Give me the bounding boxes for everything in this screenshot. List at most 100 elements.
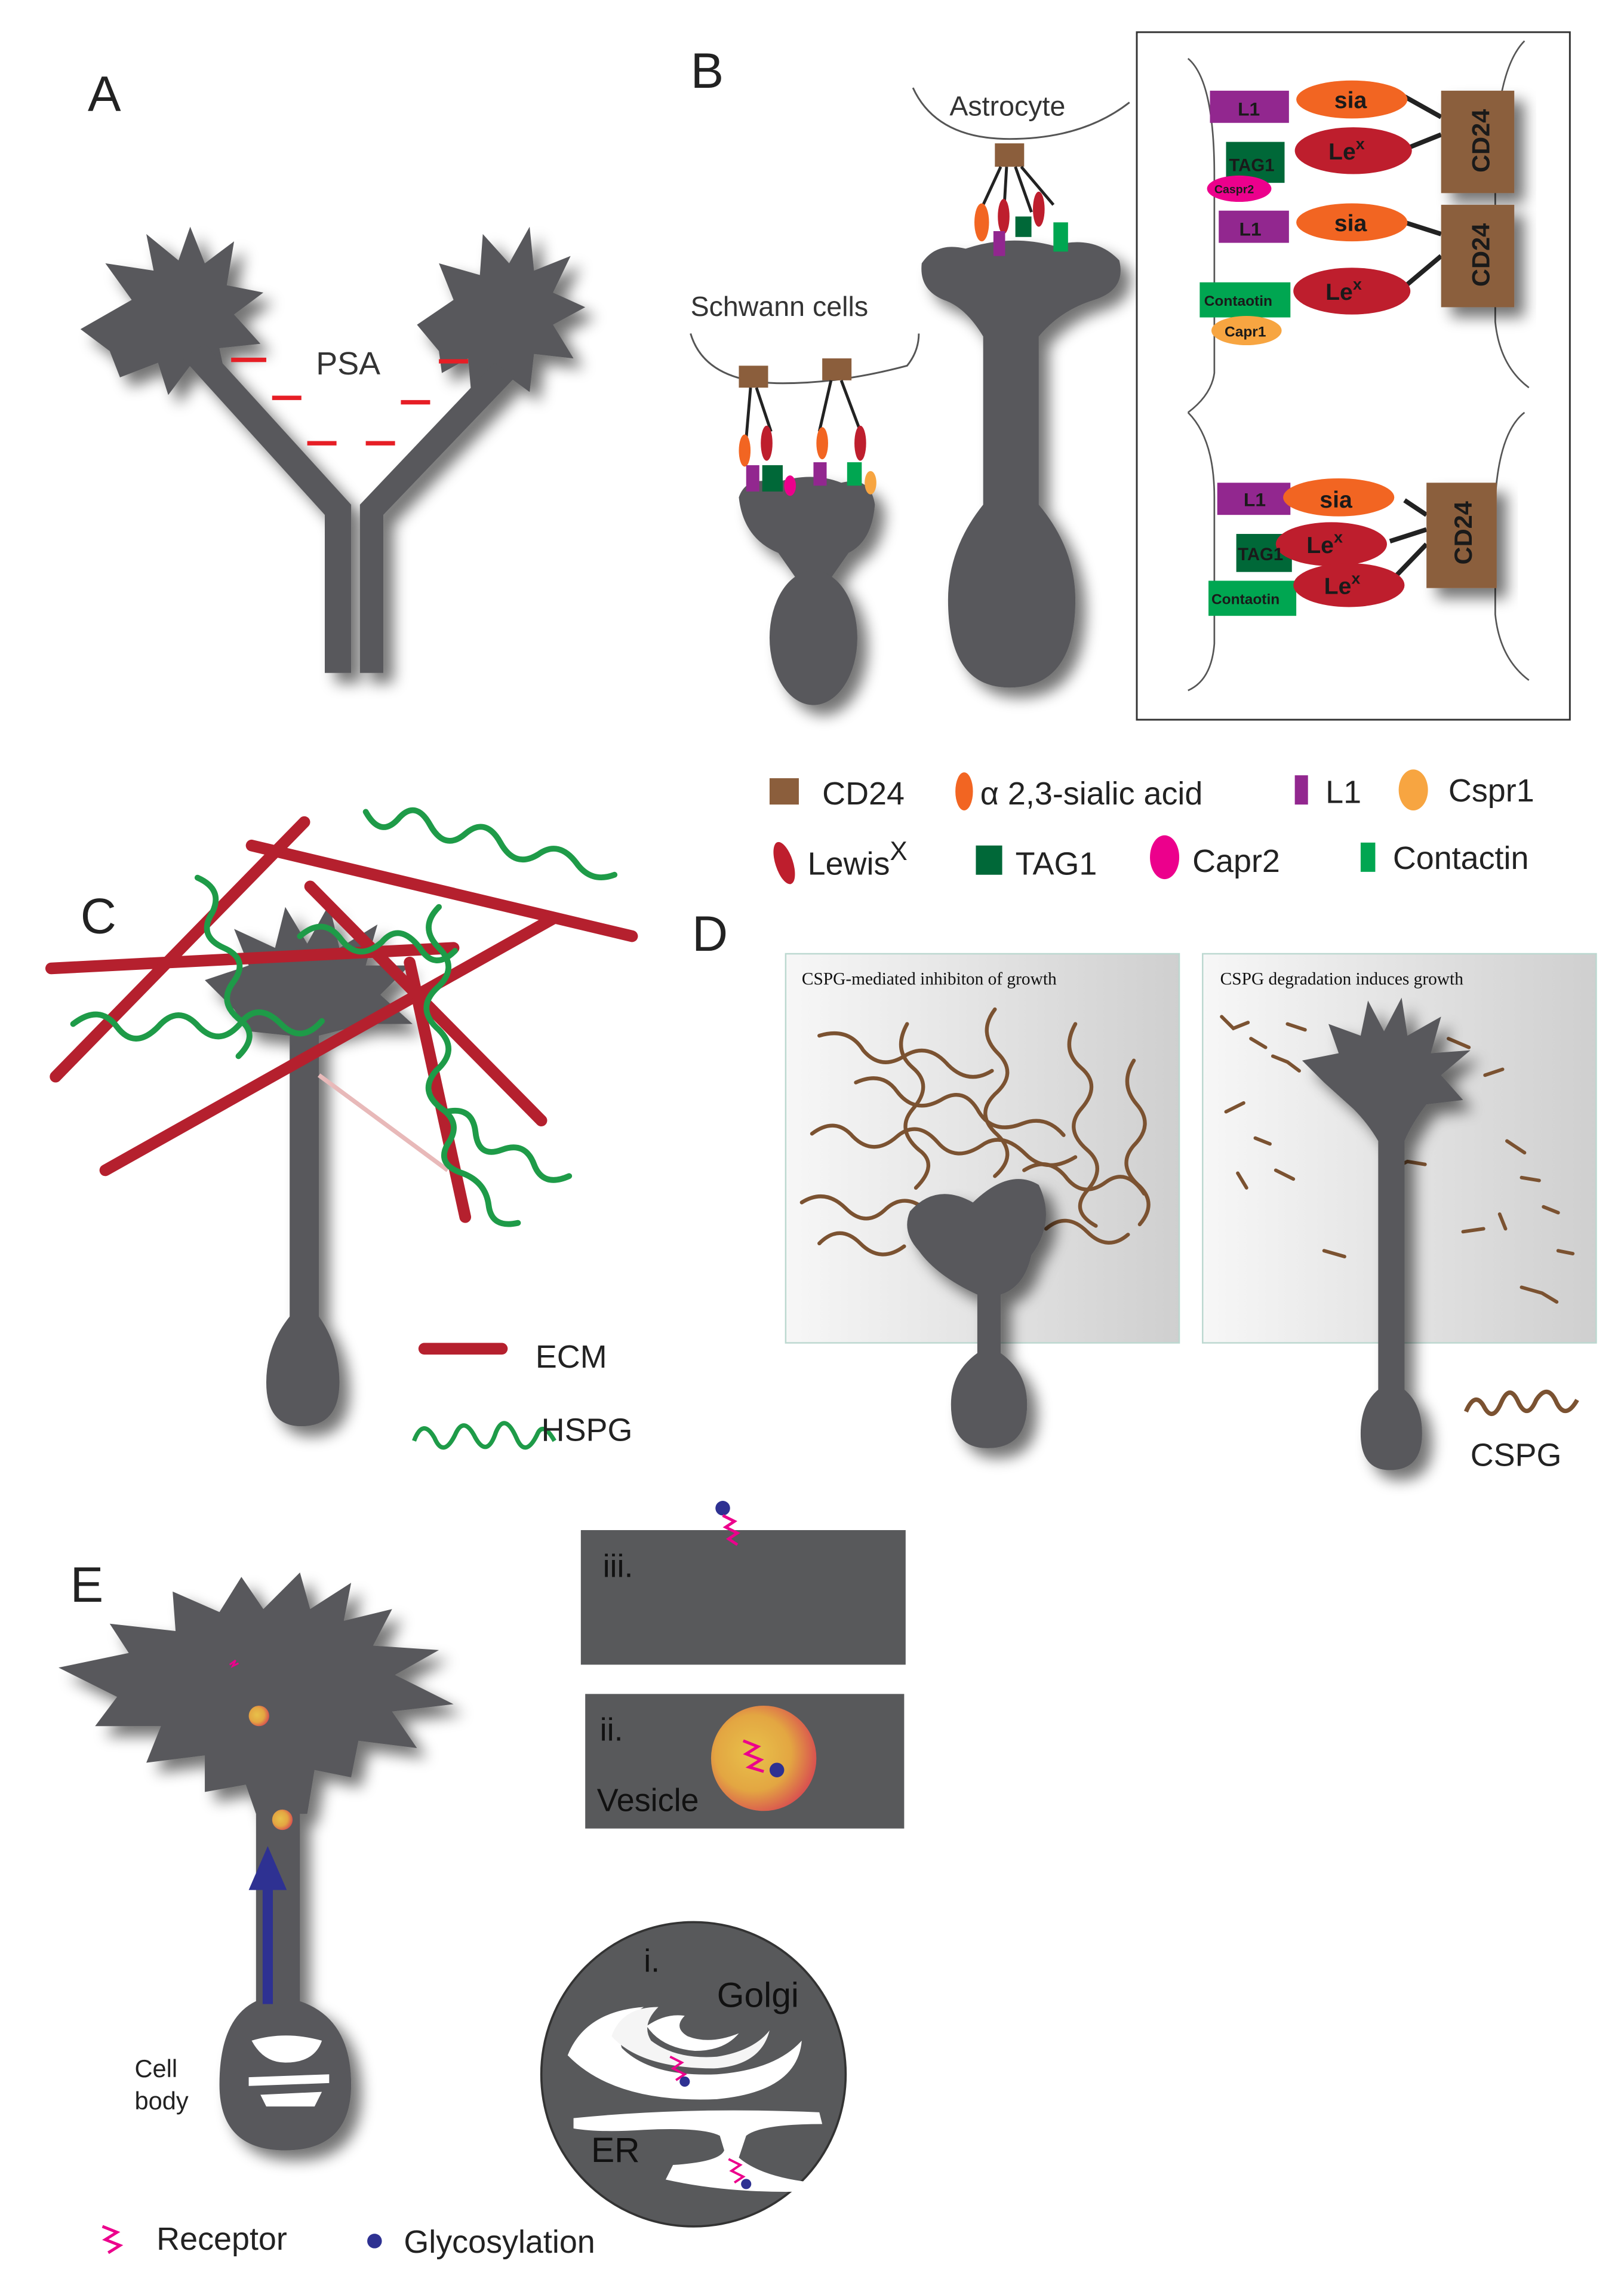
legend-l1-label: L1 (1325, 775, 1361, 810)
psa-label: PSA (316, 346, 380, 382)
ecm-fibers (45, 816, 638, 1223)
hspg-strand (70, 1009, 325, 1042)
hspg-strand (362, 807, 618, 880)
legend-receptor-label: Receptor (156, 2221, 287, 2257)
panel-e-neuron (59, 1572, 454, 2151)
legend-lewis-swatch (773, 841, 795, 884)
legend-cd24-swatch (769, 778, 799, 805)
stage-iii-glycan (715, 1501, 730, 1516)
lex-label-b: Lex (1325, 275, 1362, 305)
stage-iii-label: iii. (603, 1548, 633, 1584)
stage-ii-label: ii. (600, 1712, 623, 1748)
contactin-label-a: Contaotin (1204, 293, 1272, 309)
panel-b-letter: B (691, 43, 724, 99)
l1-label-c: L1 (1244, 489, 1266, 510)
er-receptor (728, 2158, 746, 2184)
box-bottom-items (1208, 478, 1405, 616)
panel-b: B Schwann cells Astrocyte (690, 31, 1571, 721)
psa-marks (231, 357, 469, 446)
cd24-label-c: CD24 (1449, 501, 1477, 564)
panel-c-growth-cone (205, 904, 413, 1427)
panel-c-letter: C (81, 889, 116, 944)
panel-d-left-growth-cone (907, 1179, 1046, 1448)
box-top-labels: L1 sia TAG1 Lex Caspr2 L1 sia Contaotin … (1204, 88, 1495, 340)
panel-d-right-title: CSPG degradation induces growth (1220, 969, 1464, 988)
schwann-label: Schwann cells (691, 291, 869, 322)
box-bottom-labels: L1 sia TAG1 Lex Contaotin Lex CD24 (1211, 487, 1477, 608)
cd24-block-a (1441, 90, 1515, 194)
cd24-label-b: CD24 (1467, 223, 1495, 287)
astrocyte-label: Astrocyte (949, 91, 1065, 122)
legend-hspg-label: HSPG (542, 1412, 633, 1448)
growth-cone-left (80, 226, 264, 395)
legend-cspr1-label: Cspr1 (1448, 773, 1534, 809)
panel-d-right-growth-cone (1302, 997, 1471, 1470)
golgi-glycan (679, 2076, 690, 2087)
schwann-neuron (739, 477, 875, 705)
legend-b: CD24 α 2,3-sialic acid L1 Cspr1 LewisX T… (769, 769, 1534, 884)
hspg-strand (423, 904, 521, 1227)
panel-d-right-neuron (1302, 997, 1471, 1470)
astrocyte-neuron (921, 240, 1121, 688)
panel-e-vesicles (229, 1659, 293, 1830)
legend-cspg-label: CSPG (1471, 1437, 1562, 1473)
panel-c-neuron (205, 904, 413, 1427)
l1-label-a: L1 (1238, 99, 1260, 120)
panel-d-left-neuron (907, 1179, 1046, 1448)
tag1-label-a: TAG1 (1229, 156, 1274, 176)
caspr1-label: Capr1 (1225, 324, 1266, 340)
box-bottom (1426, 483, 1497, 588)
legend-tag1-label: TAG1 (1016, 846, 1097, 882)
panel-d: D CSPG-mediated inhibiton of growth CSPG… (692, 906, 1597, 1473)
stage-i-label: i. (644, 1943, 660, 1979)
hspg-strands (70, 807, 618, 1227)
caspr2-label: Caspr2 (1214, 183, 1254, 196)
legend-hspg-swatch (412, 1421, 556, 1450)
endoplasmic-reticulum (573, 2110, 823, 2192)
legend-cspr1-swatch (1398, 769, 1428, 810)
box-top (1441, 90, 1515, 308)
er-label: ER (591, 2131, 640, 2170)
sia-label-c: sia (1320, 487, 1353, 513)
panel-d-letter: D (692, 906, 728, 962)
cd24-block-b (1441, 204, 1515, 308)
golgi-label: Golgi (717, 1976, 799, 2015)
golgi-receptor (669, 2056, 687, 2081)
panel-a-neurons (80, 226, 586, 673)
ecm-fiber (50, 816, 310, 1083)
stage-iii-box (580, 1530, 906, 1665)
lex-label-c: Lex (1306, 529, 1343, 558)
lex-label-a: Lex (1328, 135, 1365, 165)
ecm-shadow (318, 1073, 450, 1172)
lex-label-d: Lex (1324, 569, 1361, 599)
panel-a: A PSA (80, 66, 586, 673)
golgi-apparatus (567, 2007, 802, 2100)
schwann-cell-body (769, 570, 857, 705)
panel-c: C ECM HSPG (45, 807, 638, 1450)
tag1-label-c: TAG1 (1238, 545, 1283, 564)
legend-glycosylation-label: Glycosylation (404, 2224, 595, 2260)
contactin-label-c: Contaotin (1211, 592, 1279, 608)
schwann-growth-cone (739, 477, 875, 582)
sia-label-a: sia (1334, 88, 1368, 113)
sia-label-b: sia (1334, 211, 1368, 237)
legend-ecm-label: ECM (536, 1339, 607, 1375)
legend-contactin-label: Contactin (1393, 840, 1529, 876)
legend-contactin-swatch (1360, 842, 1376, 872)
schwann-ligands (739, 358, 876, 496)
cspg-fragments (1220, 1015, 1575, 1304)
legend-sialic-swatch (955, 772, 973, 810)
hspg-strand (443, 1107, 573, 1183)
legend-capr2-label: Capr2 (1192, 843, 1280, 879)
stage-ii-receptor (742, 1739, 764, 1773)
schwann-membrane (690, 333, 920, 385)
legend-capr2-swatch (1150, 835, 1180, 880)
panel-e: E Cell body iii. ii. Vesicle (59, 1501, 906, 2260)
legend-tag1-swatch (976, 845, 1002, 875)
astrocyte-growth-cone (921, 240, 1121, 688)
stage-iii-receptor (722, 1514, 740, 1546)
transport-arrowhead (248, 1846, 287, 1890)
legend-glycosylation-swatch (367, 2234, 382, 2249)
cell-body-organelles (248, 2035, 330, 2107)
